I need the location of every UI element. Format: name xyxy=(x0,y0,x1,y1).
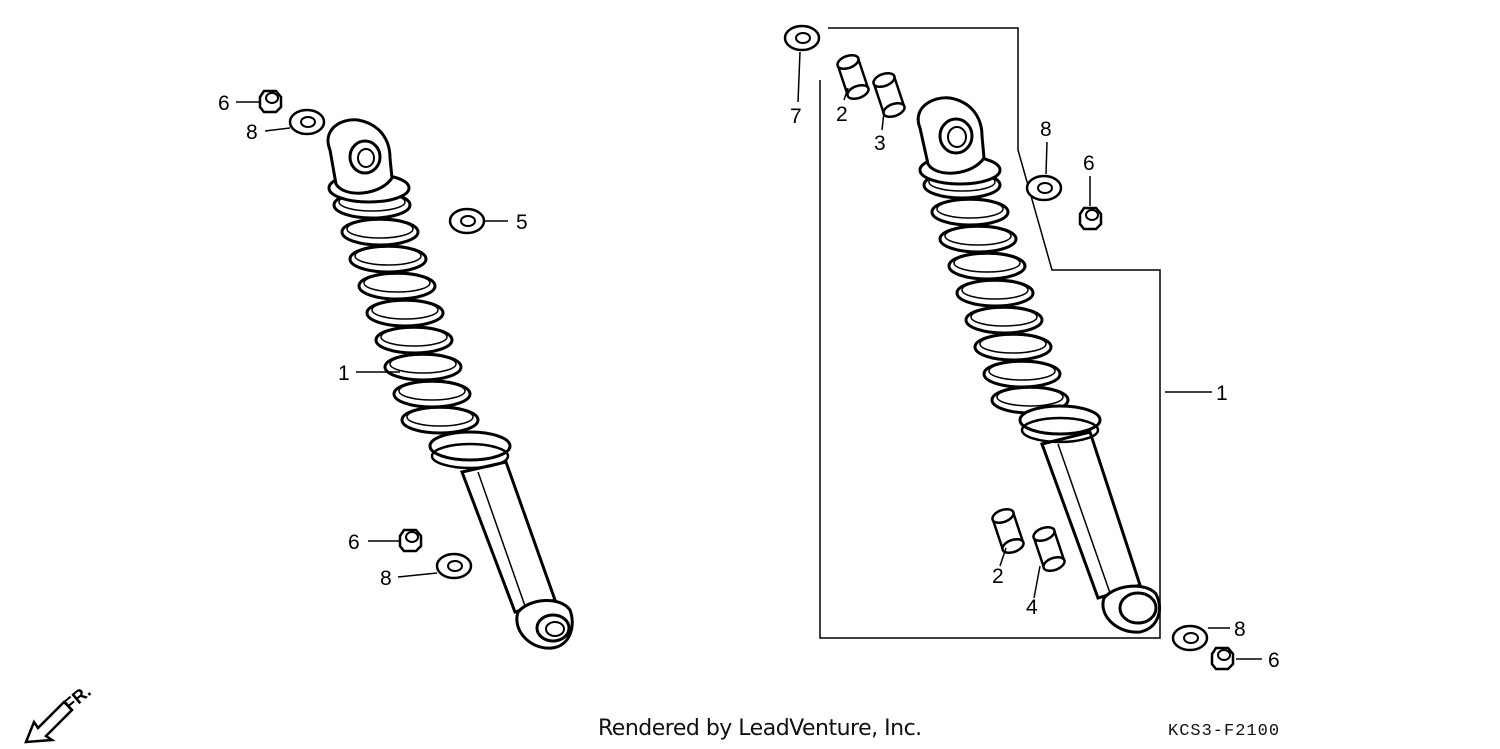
render-credit: Rendered by LeadVenture, Inc. xyxy=(598,716,922,741)
front-direction-arrow-icon: FR. xyxy=(24,681,95,744)
right-collar-2-top xyxy=(834,51,872,103)
left-washer-bottom xyxy=(435,552,473,580)
callout-left-6-bottom: 6 xyxy=(348,531,360,554)
right-washer-7 xyxy=(783,24,821,52)
callout-right-8-top: 8 xyxy=(1040,118,1052,141)
callout-right-4: 4 xyxy=(1026,596,1038,619)
right-collar-2-bottom xyxy=(989,505,1027,557)
right-bushing-3 xyxy=(870,69,908,121)
callout-right-2-top: 2 xyxy=(836,103,848,126)
callout-right-2-bottom: 2 xyxy=(992,565,1004,588)
callout-right-3: 3 xyxy=(874,132,886,155)
callout-left-1: 1 xyxy=(338,362,350,385)
right-washer-8-bottom xyxy=(1171,624,1209,652)
right-washer-8-top xyxy=(1025,174,1063,202)
callout-left-8-bottom: 8 xyxy=(380,567,392,590)
callout-left-8-top: 8 xyxy=(246,121,258,144)
assembly-bracket xyxy=(819,27,1161,639)
diagram-code: KCS3-F2100 xyxy=(1168,722,1281,741)
callout-left-6-top: 6 xyxy=(218,92,230,115)
left-nut-bottom xyxy=(398,528,423,553)
callout-right-6-bottom: 6 xyxy=(1268,649,1280,672)
callout-right-1: 1 xyxy=(1216,382,1228,405)
right-leader-lines xyxy=(797,51,1262,660)
callout-left-5: 5 xyxy=(516,211,528,234)
callout-right-8-bottom: 8 xyxy=(1234,618,1246,641)
left-leader-lines xyxy=(236,101,508,578)
callout-right-6-top: 6 xyxy=(1083,152,1095,175)
right-bolt-top xyxy=(1078,206,1103,231)
left-washer-top xyxy=(288,108,326,136)
callout-right-7: 7 xyxy=(790,105,802,128)
left-washer-5 xyxy=(448,207,486,235)
right-bushing-4 xyxy=(1030,523,1068,575)
left-shock-absorber xyxy=(326,118,574,650)
right-bolt-bottom xyxy=(1210,646,1235,671)
right-shock-absorber xyxy=(916,96,1161,634)
left-nut-top xyxy=(258,89,283,114)
